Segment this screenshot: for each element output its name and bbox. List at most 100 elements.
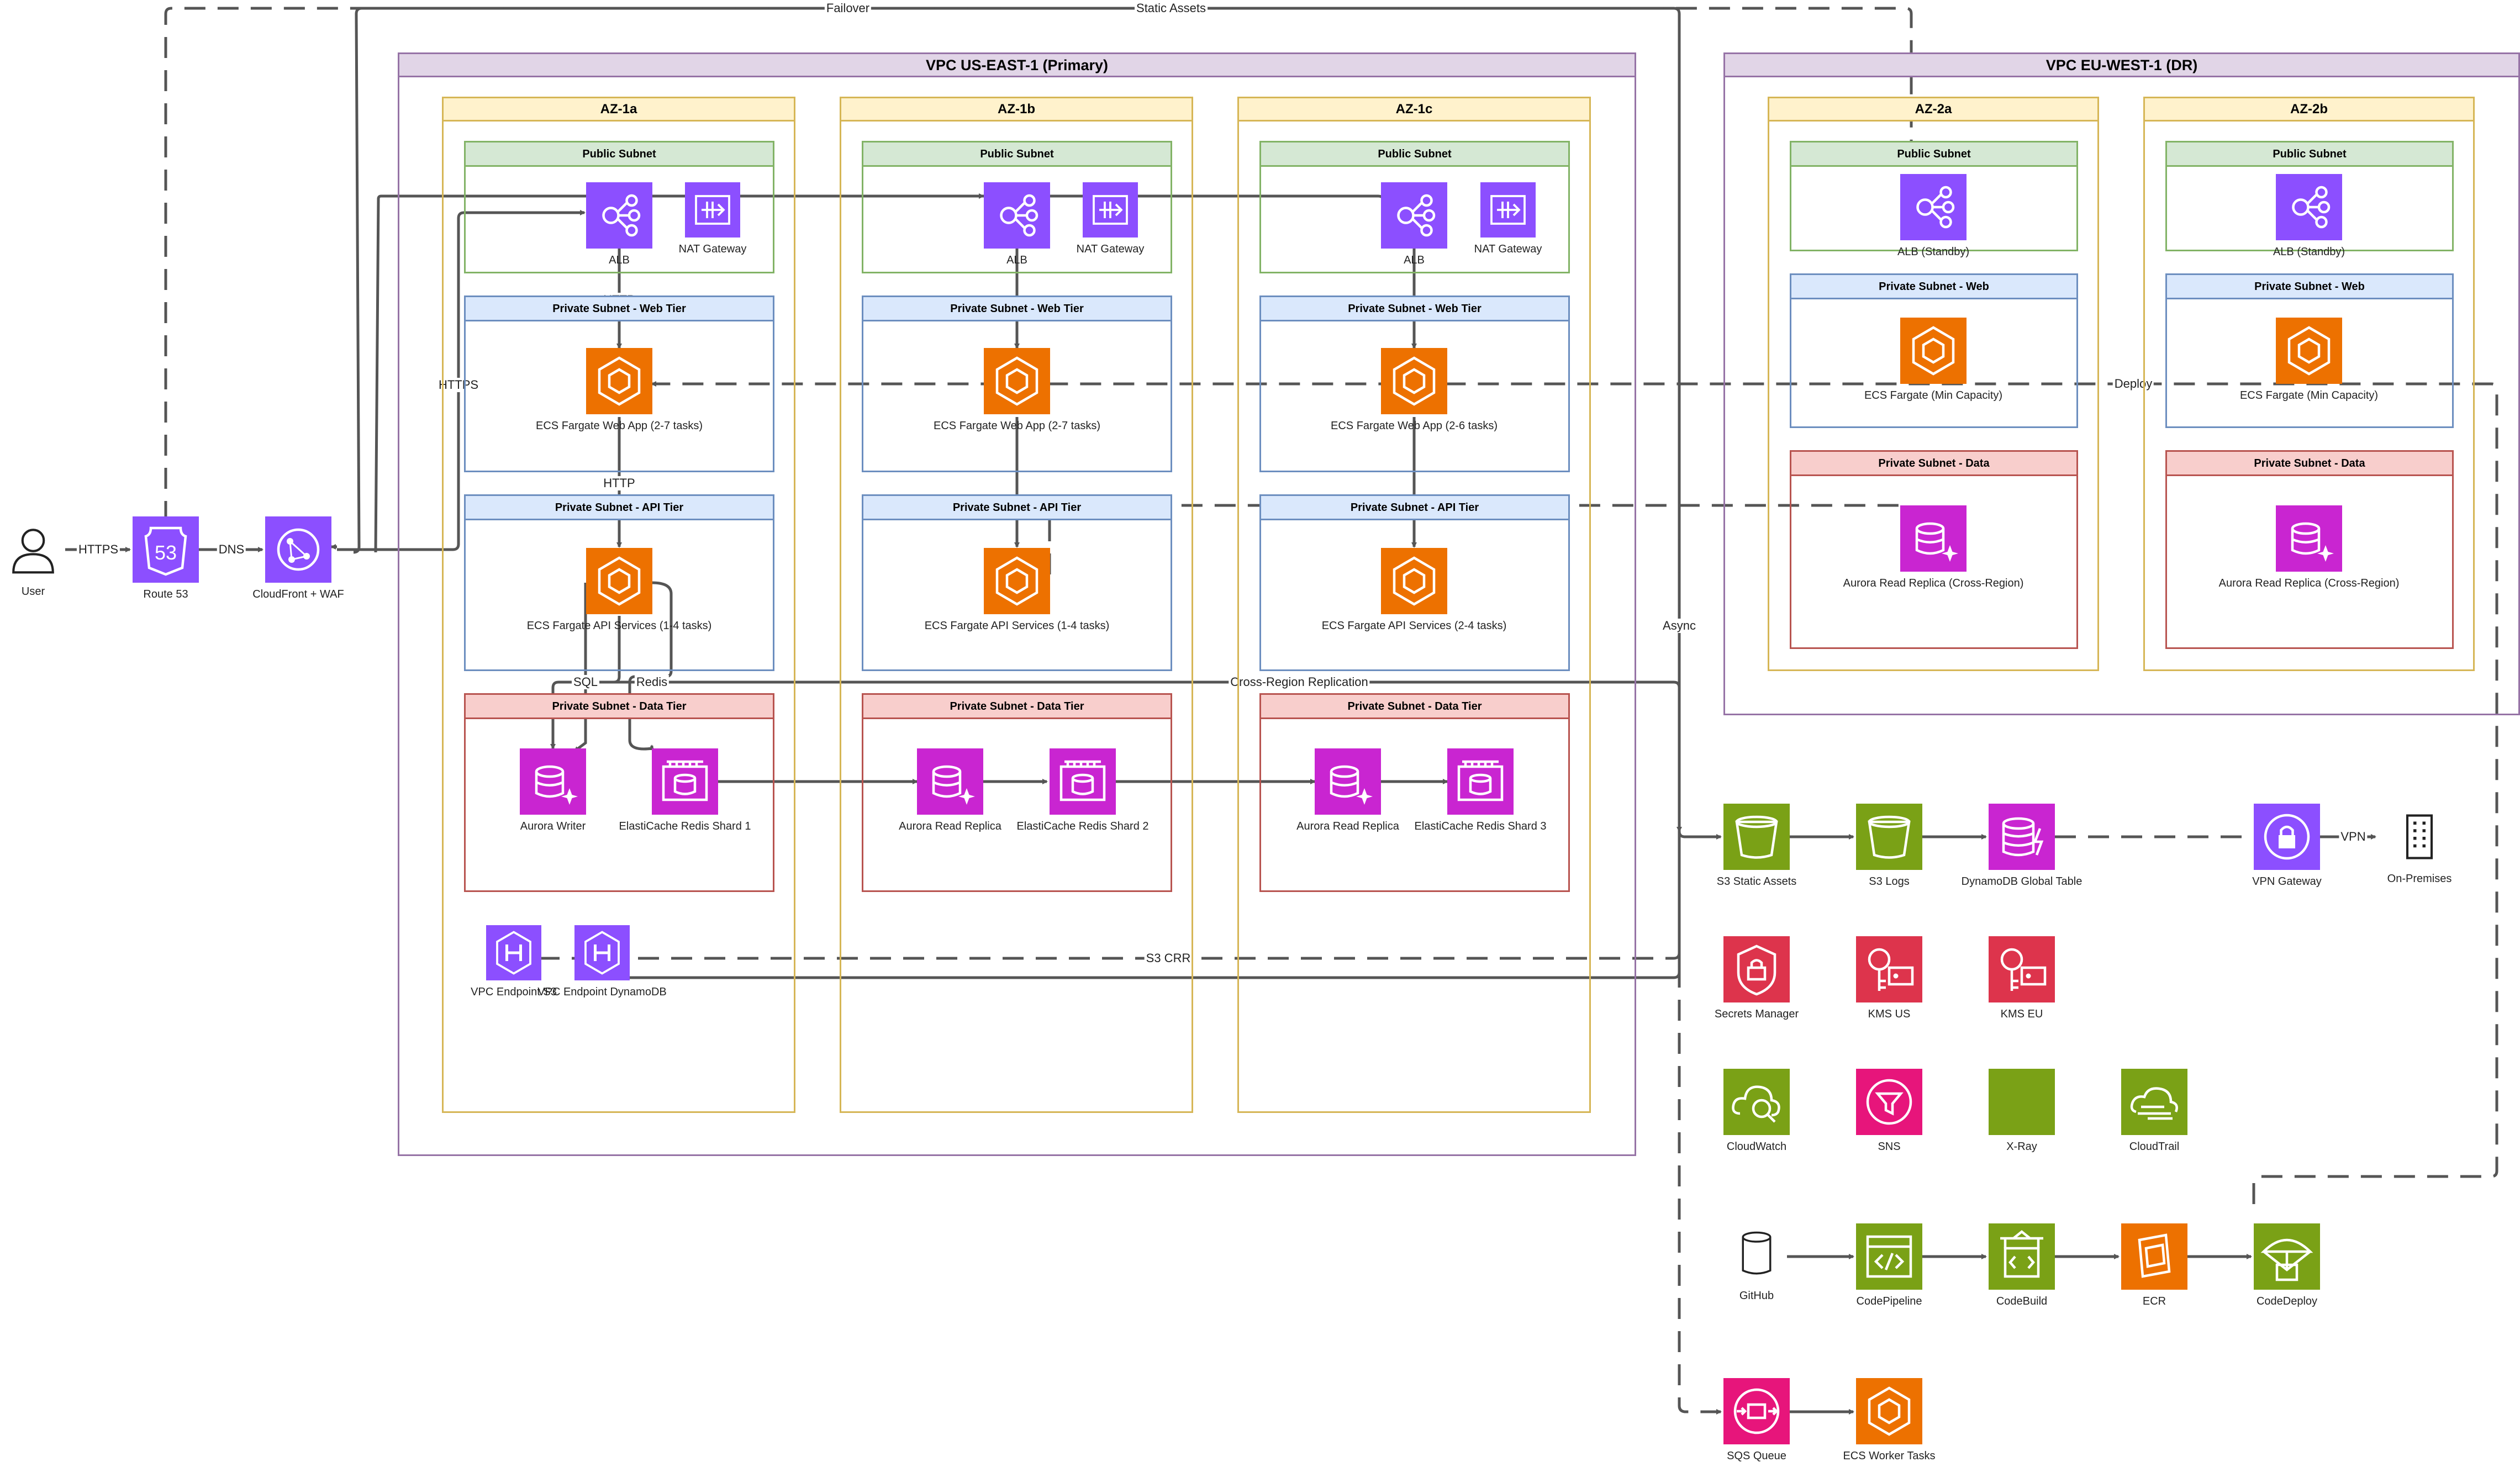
edge-label-static-assets: Static Assets: [1135, 1, 1208, 15]
dr-public-subnet-2b: Public Subnet: [2165, 141, 2454, 251]
nat-gateway-icon: [685, 182, 740, 238]
edge-api-a-writer: [573, 583, 587, 752]
edge-label-dns: DNS: [217, 542, 246, 557]
redis-shard-1-icon: [652, 748, 718, 815]
aurora-replica-label: Aurora Read Replica: [1296, 820, 1399, 832]
edge-label-cross-region: Cross-Region Replication: [1229, 675, 1370, 689]
vpc-primary-title: VPC US-EAST-1 (Primary): [399, 54, 1635, 77]
aurora-xr-icon: [1900, 505, 1967, 572]
codedeploy-label: CodeDeploy: [2256, 1295, 2318, 1307]
subnet-title: Private Subnet - API Tier: [466, 496, 773, 520]
ecr-icon: [2121, 1223, 2187, 1290]
subnet-title: Private Subnet - Web Tier: [863, 297, 1171, 321]
vpn-gateway-icon: [2254, 804, 2320, 870]
kms-eu-label: KMS EU: [2000, 1008, 2043, 1020]
aurora-replica-icon: [1315, 748, 1381, 815]
az-1c-title: AZ-1c: [1239, 98, 1589, 122]
dr-data-subnet-2b: Private Subnet - Data: [2165, 450, 2454, 649]
cloudtrail-icon: [2121, 1069, 2187, 1135]
s3-logs-label: S3 Logs: [1869, 875, 1910, 888]
edge-label-deploy: Deploy: [2112, 377, 2154, 391]
dr-web-subnet-2a: Private Subnet - Web: [1790, 273, 2078, 428]
vpc-dr-title: VPC EU-WEST-1 (DR): [1725, 54, 2518, 77]
az-2a-title: AZ-2a: [1769, 98, 2097, 122]
secrets-manager-icon: [1723, 936, 1790, 1002]
sns-label: SNS: [1878, 1141, 1901, 1153]
s3-logs-icon: [1856, 804, 1922, 870]
edge-label-vpn: VPN: [2339, 830, 2368, 844]
web-subnet-1c: Private Subnet - Web Tier: [1259, 295, 1570, 472]
edge-label-redis: Redis: [634, 675, 669, 689]
aurora-writer-icon: [520, 748, 586, 815]
kms-us-label: KMS US: [1868, 1008, 1911, 1020]
az-1b-title: AZ-1b: [841, 98, 1192, 122]
nat-gateway-icon: [1480, 182, 1536, 238]
github-icon: [1726, 1223, 1787, 1284]
subnet-title: Public Subnet: [863, 143, 1171, 167]
api-subnet-1b: Private Subnet - API Tier: [862, 494, 1172, 671]
edge-label-https-alb: HTTPS: [436, 378, 481, 392]
subnet-title: Public Subnet: [1261, 143, 1568, 167]
sns-icon: [1856, 1069, 1922, 1135]
xray-icon: [1989, 1069, 2055, 1135]
alb-icon: [586, 182, 652, 249]
cloudwatch-icon: [1723, 1069, 1790, 1135]
edge-label-s3crr: S3 CRR: [1144, 951, 1193, 965]
alb-label: ALB: [1006, 254, 1027, 266]
user-icon: [3, 519, 64, 580]
edge-async: [1678, 635, 1722, 1415]
edge-label-sql: SQL: [571, 675, 600, 689]
redis-shard-3-icon: [1447, 748, 1514, 815]
alb-label: ALB: [1404, 254, 1425, 266]
ecs-min-label: ECS Fargate (Min Capacity): [2239, 389, 2379, 402]
subnet-title: Private Subnet - Web: [1791, 275, 2076, 299]
vpc-endpoint-dynamodb-label: VPC Endpoint DynamoDB: [537, 986, 667, 998]
ecs-min-icon: [1900, 318, 1967, 384]
public-subnet-1b: Public Subnet: [862, 141, 1172, 273]
vpc-endpoint-s3-icon: [486, 925, 541, 980]
subnet-title: Private Subnet - Data Tier: [466, 695, 773, 719]
ecs-api-label: ECS Fargate API Services (1-4 tasks): [924, 620, 1110, 632]
codepipeline-label: CodePipeline: [1856, 1295, 1922, 1307]
subnet-title: Private Subnet - Data: [2167, 452, 2452, 476]
edge-deploy: [651, 381, 2498, 1204]
nat-gateway-label: NAT Gateway: [678, 243, 747, 255]
nat-gateway-label: NAT Gateway: [1076, 243, 1145, 255]
nat-gateway-icon: [1083, 182, 1138, 238]
cloudfront-label: CloudFront + WAF: [252, 588, 344, 600]
codebuild-icon: [1989, 1223, 2055, 1290]
alb-standby-label: ALB (Standby): [1897, 246, 1970, 258]
ecs-web-icon: [1381, 348, 1447, 414]
ecs-min-icon: [2276, 318, 2342, 384]
sqs-label: SQS Queue: [1727, 1450, 1786, 1462]
az-1a-title: AZ-1a: [444, 98, 794, 122]
subnet-title: Private Subnet - Data Tier: [1261, 695, 1568, 719]
vpc-endpoint-s3-label: VPC Endpoint S3: [471, 986, 557, 998]
az-1c: AZ-1c: [1237, 97, 1591, 1113]
vpc-dr: VPC EU-WEST-1 (DR): [1723, 52, 2520, 715]
subnet-title: Public Subnet: [2167, 143, 2452, 167]
ecs-web-icon: [984, 348, 1050, 414]
data-subnet-1a: Private Subnet - Data Tier: [464, 693, 774, 892]
sqs-icon: [1723, 1378, 1790, 1444]
vpc-primary: VPC US-EAST-1 (Primary): [398, 52, 1636, 1156]
s3-static-label: S3 Static Assets: [1716, 875, 1797, 888]
s3-static-icon: [1723, 804, 1790, 870]
ecs-api-icon: [1381, 548, 1447, 614]
route53-label: Route 53: [143, 588, 188, 600]
aurora-xr-label: Aurora Read Replica (Cross-Region): [1843, 577, 2024, 589]
subnet-title: Public Subnet: [1791, 143, 2076, 167]
dr-web-subnet-2b: Private Subnet - Web: [2165, 273, 2454, 428]
edge-label-https-user: HTTPS: [76, 542, 120, 557]
api-subnet-1a: Private Subnet - API Tier: [464, 494, 774, 671]
az-2b: AZ-2b: [2143, 97, 2475, 671]
svg-text:53: 53: [155, 541, 177, 564]
redis-shard-1-label: ElastiCache Redis Shard 1: [619, 820, 751, 832]
subnet-title: Private Subnet - Data: [1791, 452, 2076, 476]
edge-route53-failover: [164, 7, 1913, 522]
public-subnet-1a: Public Subnet: [464, 141, 774, 273]
cloudwatch-label: CloudWatch: [1726, 1141, 1787, 1153]
api-subnet-1c: Private Subnet - API Tier: [1259, 494, 1570, 671]
subnet-title: Private Subnet - Web Tier: [466, 297, 773, 321]
